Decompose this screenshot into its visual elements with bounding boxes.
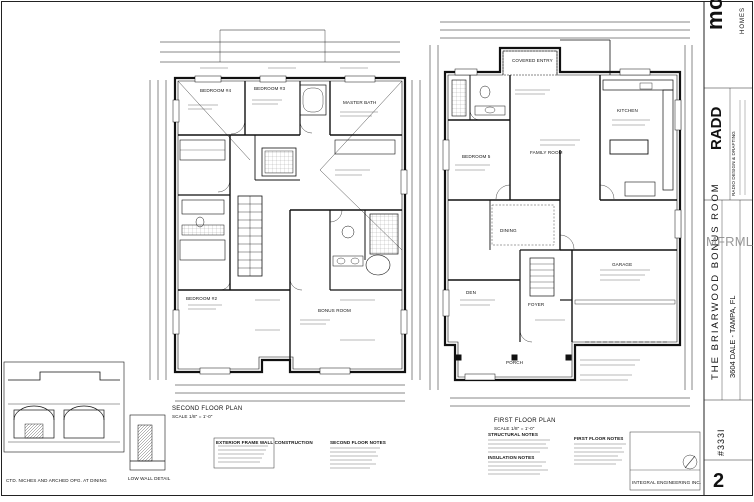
second-floor-plan-title: SECOND FLOOR PLAN [172,406,243,412]
project-address: 3604 DALE - TAMPA, FL [728,295,737,378]
structural-notes-title: STRUCTURAL NOTES [488,432,539,437]
room-master-bath: MASTER BATH [343,100,377,105]
room-foyer: FOYER [528,302,545,307]
first-floor-plan [429,21,693,407]
brand-subtitle: HOMES [740,6,746,34]
room-den: DEN [466,290,476,295]
room-family-room: FAMILY ROOM [530,150,563,155]
room-bedroom-3: BEDROOM #3 [254,86,286,91]
radd-logo-subtitle: RADIO DESIGN & DRAFTING [731,131,736,196]
radd-logo: RADD [708,106,725,150]
project-name: THE BRIARWOOD BONUS ROOM [710,182,721,380]
title-block [704,87,752,461]
room-bedroom-4: BEDROOM #4 [200,88,232,93]
second-floor-plan-scale: SCALE 1/8" = 1'-0" [172,414,213,419]
first-floor-plan-title: FIRST FLOOR PLAN [494,418,556,424]
second-floor-plan [149,29,421,402]
exterior-notes-title: EXTERIOR FRAME WALL CONSTRUCTION [216,440,313,445]
room-bedroom-5: BEDROOM 5 [462,154,491,159]
insulation-notes-title: INSULATION NOTES [488,455,535,460]
engineer-stamp: INTEGRAL ENGINEERING INC. [632,480,702,485]
brand-name: mobley [702,0,728,30]
sheet-number: 2 [713,470,725,492]
room-bedroom-2: BEDROOM #2 [186,296,218,301]
room-garage: GARAGE [612,262,633,267]
low-wall-detail [129,414,166,471]
first-floor-notes-title: FIRST FLOOR NOTES [574,436,624,441]
room-dining: DINING [500,228,517,233]
low-wall-detail-title: LOW WALL DETAIL [128,476,171,481]
room-bonus: BONUS ROOM [318,308,351,313]
second-floor-notes-title: SECOND FLOOR NOTES [330,440,386,445]
room-kitchen: KITCHEN [617,108,638,113]
room-porch: PORCH [506,360,524,365]
niche-detail-title: CTD. NICHES AND ARCHED OPG. AT DINING [6,478,107,483]
plan-number: #333I [716,428,726,456]
niche-detail [3,361,125,453]
room-covered-entry: COVERED ENTRY [512,58,553,63]
notes-blocks [213,431,701,491]
first-floor-plan-scale: SCALE 1/8" = 1'-0" [494,426,535,431]
